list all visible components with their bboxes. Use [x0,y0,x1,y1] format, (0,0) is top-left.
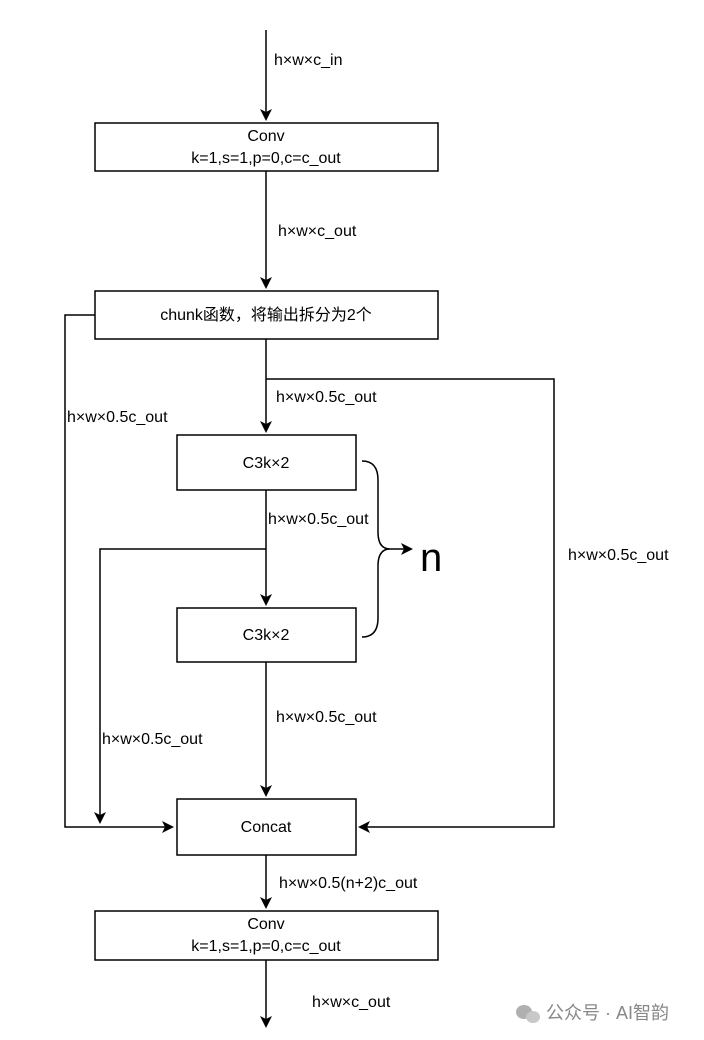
chunk-box [94,290,439,340]
conv-in-params: k=1,s=1,p=0,c=c_out [191,150,341,167]
edge-left-bypass [64,314,174,833]
wechat-icon [516,1005,540,1023]
conv-in-box [94,122,439,172]
label-c3k-to-concat: h×w×0.5c_out [276,709,377,726]
c3k-label-2: C3k×2 [243,627,290,644]
label-output: h×w×c_out [312,994,391,1011]
label-conv-to-chunk: h×w×c_out [278,223,357,240]
edge-mid-branch [94,548,266,824]
watermark-text: 公众号 · AI智韵 [546,1003,669,1023]
label-input: h×w×c_in [274,52,343,69]
label-right-bypass: h×w×0.5c_out [568,547,669,564]
concat-box [176,798,357,856]
conv-out-params: k=1,s=1,p=0,c=c_out [191,938,341,955]
label-c3k-between: h×w×0.5c_out [268,511,369,528]
c3k-label-1: C3k×2 [243,455,290,472]
repeat-brace [361,460,391,638]
repeat-count-n: n [420,536,442,580]
label-chunk-to-c3k: h×w×0.5c_out [276,389,377,406]
chunk-label: chunk函数，将输出拆分为2个 [160,306,372,324]
conv-out-box [94,910,439,961]
edge-right-bypass [266,378,555,833]
label-concat-to-conv: h×w×0.5(n+2)c_out [279,875,418,892]
conv-out-title: Conv [247,916,284,933]
c3k-box-1 [176,434,357,491]
label-left-bypass: h×w×0.5c_out [67,409,168,426]
c3k-box-2 [176,607,357,663]
label-mid-branch: h×w×0.5c_out [102,731,203,748]
concat-label: Concat [241,819,292,836]
conv-in-title: Conv [247,128,284,145]
